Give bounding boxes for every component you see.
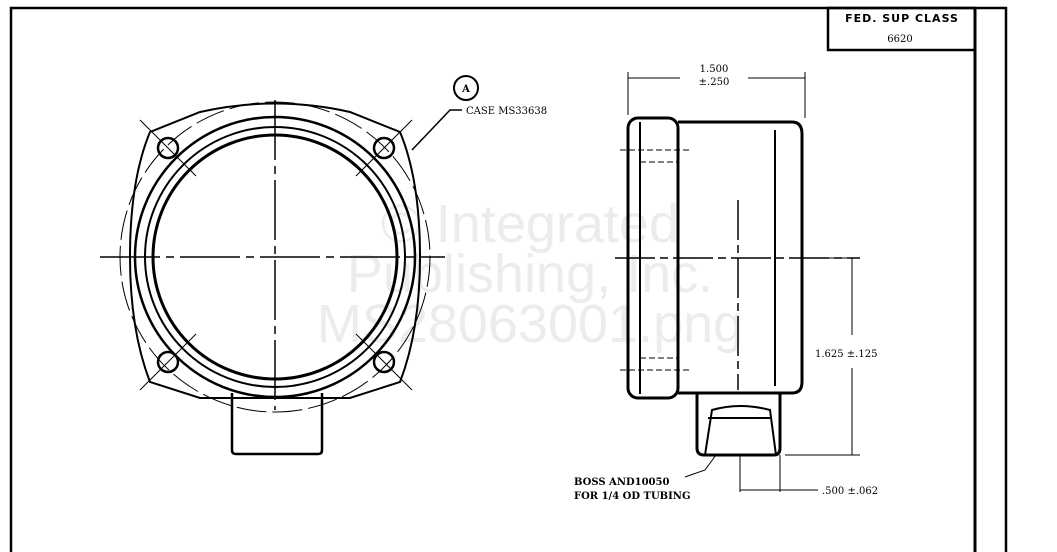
- svg-text:±.250: ±.250: [699, 77, 730, 88]
- svg-text:FED. SUP CLASS: FED. SUP CLASS: [845, 12, 959, 25]
- svg-text:.500 ±.062: .500 ±.062: [822, 486, 878, 497]
- case-callout: A CASE MS33638: [411, 75, 547, 151]
- svg-text:FOR 1/4 OD TUBING: FOR 1/4 OD TUBING: [574, 491, 691, 502]
- svg-text:1.500: 1.500: [700, 64, 729, 75]
- svg-text:A: A: [461, 84, 470, 95]
- svg-text:Publishing, Inc.: Publishing, Inc.: [347, 244, 713, 304]
- bolt-holes: [156, 136, 396, 374]
- svg-text:BOSS AND10050: BOSS AND10050: [574, 477, 669, 488]
- title-block: FED. SUP CLASS 6620: [845, 12, 959, 45]
- front-view: [100, 100, 445, 456]
- dimension-lines: [627, 72, 860, 492]
- svg-text:1.625 ±.125: 1.625 ±.125: [815, 349, 877, 360]
- dimension-text: 1.500 ±.250 1.625 ±.125 .500 ±.062 BOSS …: [574, 64, 878, 502]
- svg-text:6620: 6620: [887, 34, 912, 45]
- sheet-border: [9, 6, 1008, 552]
- svg-text:CASE MS33638: CASE MS33638: [466, 106, 547, 117]
- side-view: [615, 116, 860, 457]
